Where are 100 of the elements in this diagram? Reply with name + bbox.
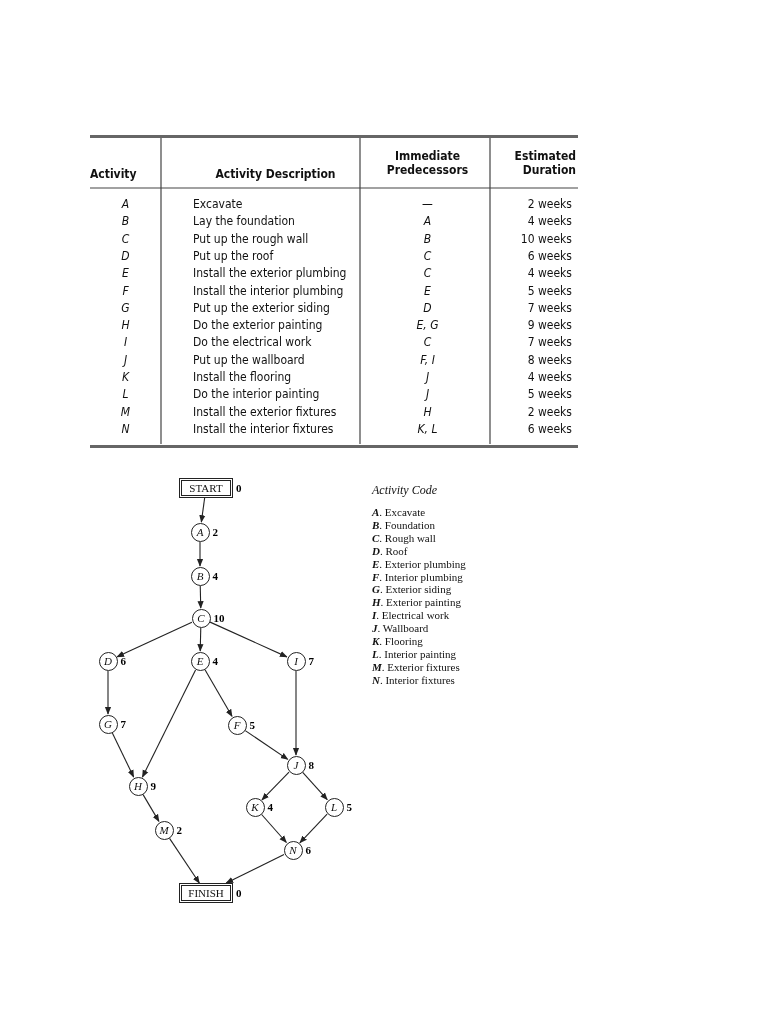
activity-circle: C [191, 608, 211, 628]
activity-code-entry: K. Flooring [372, 635, 423, 648]
activity-code-entry: F. Interior plumbing [372, 570, 463, 583]
duration-label: 7 [308, 655, 314, 667]
table-cell-text: D [120, 248, 131, 263]
table-cell-text: E [121, 266, 130, 281]
activity-code-entry: C. Rough wall [372, 531, 436, 545]
table-cell-text: 4 weeks [526, 370, 572, 384]
arrow [299, 813, 328, 844]
arrow [104, 670, 112, 715]
table-cell-text: Do the exterior painting [193, 318, 324, 333]
arrow [261, 813, 287, 844]
activity-code-entry: G. Exterior siding [372, 583, 452, 596]
duration-label: 0 [236, 482, 242, 494]
arrow [141, 669, 197, 778]
table-cell-text: B [422, 231, 433, 246]
table-cell-text: — [421, 197, 434, 211]
activity-code-entry: A. Excavate [372, 506, 426, 519]
table-cell-text: A [120, 197, 131, 211]
activity-code-entry: M. Exterior fixtures [372, 660, 460, 674]
duration-label: 8 [308, 759, 314, 771]
table-cell-text: 4 weeks [526, 266, 572, 281]
table-cell-text: Put up the exterior siding [193, 300, 331, 315]
table-cell-text: D [422, 300, 433, 315]
table-cell-text: 6 weeks [526, 248, 572, 263]
duration-label: 4 [212, 570, 218, 582]
table-cell-text: Install the flooring [193, 370, 293, 384]
table-cell-text: 10 weeks [519, 231, 572, 246]
activity-circle: D [98, 651, 118, 671]
table-cell-text: Put up the wallboard [193, 352, 306, 367]
table-cell-text: K [120, 370, 131, 384]
duration-label: 9 [150, 780, 156, 792]
table-cell-text: G [120, 300, 131, 315]
activity-circle: J [286, 755, 306, 775]
arrow [169, 837, 200, 884]
table-cell-text: Do the electrical work [193, 335, 313, 350]
duration-label: 6 [305, 844, 311, 856]
table-cell-text: Put up the rough wall [193, 231, 310, 246]
table-cell-text: A [422, 214, 433, 229]
arrow [302, 771, 328, 801]
duration-label: 5 [249, 719, 255, 731]
arrow [111, 732, 135, 778]
table-cell-text: M [119, 404, 132, 419]
table-cell-text: L [121, 387, 130, 402]
duration-label: 5 [346, 801, 352, 813]
table-cell-text: J [423, 387, 431, 402]
activity-code-entry: L. Interior painting [372, 647, 457, 661]
duration-label: 4 [267, 801, 273, 813]
table-cell-text: 6 weeks [526, 421, 572, 436]
column-header: Immediate Predecessors [385, 149, 470, 177]
table-cell-text: C [422, 248, 433, 263]
table-cell-text: F, I [419, 352, 436, 367]
arrow [292, 670, 300, 756]
table-cell-text: 5 weeks [526, 387, 572, 402]
table-cell-text: K, L [416, 421, 439, 436]
table-cell-text: 2 weeks [526, 197, 572, 211]
activity-code-entry: N. Interior fixtures [372, 673, 455, 687]
activity-circle: N [283, 840, 303, 860]
duration-label: 10 [213, 612, 225, 624]
table-cell-text: Install the interior fixtures [193, 421, 335, 436]
table-cell-text: 5 weeks [526, 283, 572, 298]
activity-circle: E [190, 651, 210, 671]
table-cell-text: Excavate [193, 197, 244, 211]
table-cell-text: Install the exterior plumbing [193, 266, 348, 281]
table-cell-text: E, G [415, 318, 440, 333]
activity-circle: B [190, 566, 210, 586]
table-cell-text: Put up the roof [193, 248, 275, 263]
duration-label: 0 [236, 887, 242, 899]
table-cell-text: J [121, 352, 129, 367]
arrow [261, 771, 290, 801]
duration-label: 2 [176, 824, 182, 836]
activity-circle: M [154, 820, 174, 840]
activity-circle: A [190, 522, 210, 542]
arrow [196, 541, 204, 567]
table-cell-text: 9 weeks [526, 318, 572, 333]
table-cell-text: C [422, 266, 433, 281]
arrow [204, 669, 233, 717]
table-cell-text: H [120, 318, 131, 333]
arrow [197, 627, 204, 652]
table-cell-text: H [422, 404, 433, 419]
table-cell-text: N [120, 421, 131, 436]
legend-title: Activity Code [372, 484, 437, 497]
column-header: Activity Description [214, 167, 337, 181]
column-header: Activity [90, 167, 138, 181]
arrow [142, 794, 160, 823]
activity-code-entry: J. Wallboard [372, 622, 429, 635]
activity-circle: I [286, 651, 306, 671]
arrow [244, 730, 289, 760]
activity-code-entry: B. Foundation [372, 518, 435, 532]
table-cell-text: E [423, 283, 432, 298]
table-cell-text: 7 weeks [526, 335, 572, 350]
activity-code-entry: E. Exterior plumbing [372, 557, 466, 571]
activity-code-entry: D. Roof [372, 544, 408, 558]
arrow [197, 585, 204, 609]
column-header: Estimated Duration [513, 149, 576, 177]
table-cell-text: Lay the foundation [193, 214, 296, 229]
activity-circle: K [245, 797, 265, 817]
table-cell-text: F [121, 283, 130, 298]
arrow [199, 497, 206, 523]
duration-label: 4 [212, 655, 218, 667]
